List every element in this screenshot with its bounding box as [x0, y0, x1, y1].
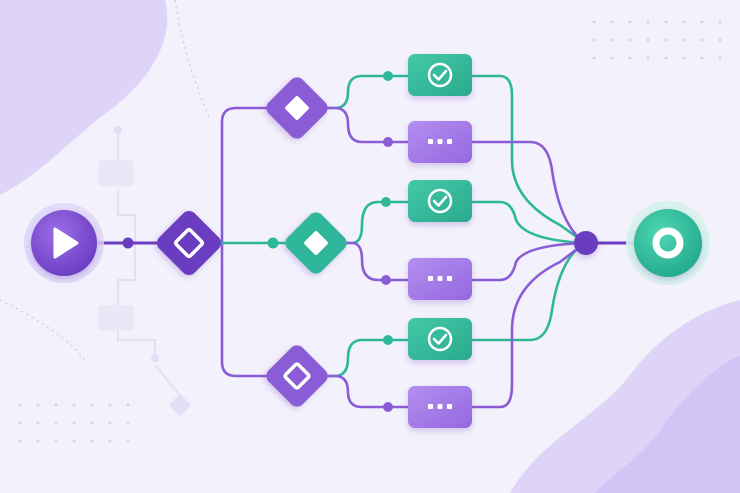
connector-top-task2: [323, 106, 410, 144]
connector-top-task1: [323, 74, 410, 110]
branch-middle-decision-node[interactable]: [282, 209, 350, 277]
connector-dot: [383, 402, 393, 412]
bg-dot-grid-bottom-left: [18, 403, 130, 443]
branch-top-decision-node[interactable]: [263, 74, 331, 142]
connector-root-bottom: [210, 241, 270, 378]
bg-blob-bottom-right-inner: [595, 355, 740, 493]
task-node-done[interactable]: [408, 180, 472, 222]
connector-dot: [267, 237, 279, 249]
diamond-icon: [285, 96, 309, 120]
diamond-icon: [283, 362, 311, 390]
connector-dot: [381, 275, 391, 285]
check-icon: [427, 326, 453, 352]
bg-dotted-curve: [0, 299, 86, 361]
connector-mid-task3: [342, 200, 410, 245]
connector-task3-merge: [470, 200, 586, 245]
task-node-done[interactable]: [408, 318, 472, 360]
diamond-icon: [173, 227, 205, 259]
bg-ghost-flow: [98, 126, 191, 416]
task-node-pending[interactable]: [408, 258, 472, 300]
play-icon: [53, 227, 79, 259]
connector-task6-merge: [470, 241, 586, 409]
connector-bottom-task5: [323, 338, 410, 378]
branch-bottom-decision-node[interactable]: [263, 342, 331, 410]
connector-dot: [122, 237, 134, 249]
diamond-icon: [304, 231, 328, 255]
connector-task2-merge: [470, 140, 586, 245]
bg-blob-top-left: [0, 0, 168, 195]
merge-node[interactable]: [574, 231, 598, 255]
connector-task5-merge: [470, 241, 586, 342]
connector-dot: [383, 137, 393, 147]
connector-task4-merge: [470, 241, 586, 282]
ellipsis-icon: [428, 276, 452, 281]
root-decision-node[interactable]: [154, 208, 225, 279]
end-node[interactable]: [626, 201, 710, 285]
bg-dot-grid-top-right: [592, 20, 722, 60]
connector-mid-task4: [342, 241, 410, 282]
ellipsis-icon: [428, 404, 452, 409]
connector-task1-merge: [470, 74, 586, 245]
connector-dot: [383, 335, 393, 345]
stop-ring-icon: [652, 227, 684, 259]
connector-dot: [383, 71, 393, 81]
connector-root-top: [210, 106, 270, 245]
task-node-done[interactable]: [408, 54, 472, 96]
check-icon: [427, 188, 453, 214]
task-node-pending[interactable]: [408, 121, 472, 163]
connector-dot: [381, 197, 391, 207]
task-node-pending[interactable]: [408, 386, 472, 428]
check-icon: [427, 62, 453, 88]
connector-bottom-task6: [323, 374, 410, 409]
ellipsis-icon: [428, 139, 452, 144]
bg-dotted-curve: [174, 0, 211, 121]
start-node[interactable]: [24, 203, 104, 283]
